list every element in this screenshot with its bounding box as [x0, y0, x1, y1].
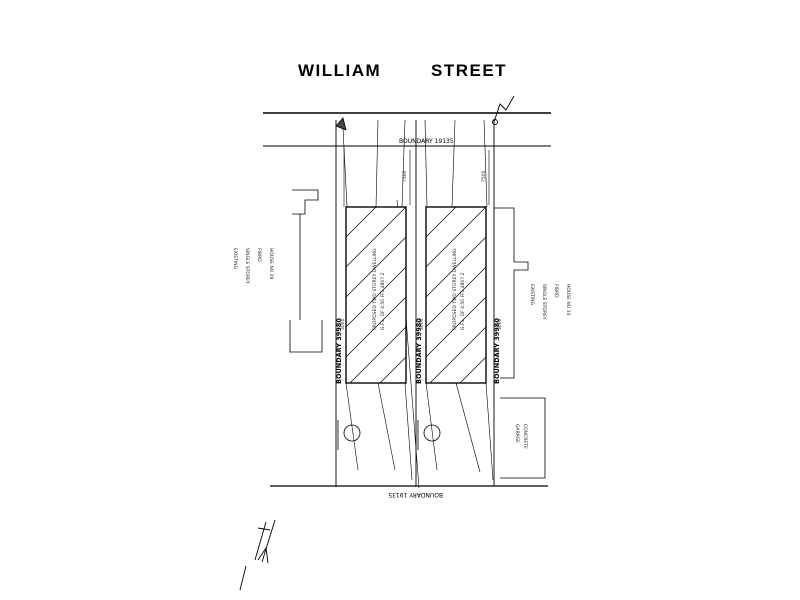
neighbour-right-line1: EXISTING: [529, 284, 535, 306]
setback-dimension-right: 7500: [481, 170, 487, 182]
neighbour-left-line2: SINGLE STOREY: [244, 248, 250, 284]
setback-dimension-lines: [409, 150, 490, 205]
neighbour-outline-right: [494, 207, 546, 479]
neighbour-right-line4: HOUSE NO 33: [565, 284, 571, 316]
setback-dimension-left: 7500: [402, 170, 408, 182]
neighbour-bottom-right-line1: GARAGE: [514, 424, 520, 443]
north-arrow-top: [492, 95, 515, 125]
building-footprint-right: [425, 206, 487, 384]
neighbour-left-line1: EXISTING: [232, 248, 238, 270]
side-dimension-left: 3000: [340, 318, 346, 330]
boundary-label-middle: BOUNDARY 39980: [415, 318, 423, 384]
street-name-street: STREET: [431, 61, 507, 80]
building-label-right-2: G.F.L. OF 4.50 FFL 4807.2: [460, 272, 466, 330]
neighbour-bottom-right-line2: CONCRETE: [522, 424, 528, 449]
side-dimension-right: 3000: [497, 318, 503, 330]
neighbour-left-line3: FIBRO: [256, 248, 262, 262]
neighbour-right-line2: SINGLE STOREY: [541, 284, 547, 320]
building-footprint-left: [345, 206, 407, 384]
boundary-label-left: BOUNDARY 39980: [335, 318, 343, 384]
building-label-left-2: G.F.L. OF 4.50 FFL 4807.2: [380, 272, 386, 330]
neighbour-outline-left: [289, 189, 323, 353]
corner-marker-top-left: [335, 117, 347, 131]
lot-boundaries: [270, 120, 548, 487]
building-label-left-1: PROPOSED TWO STOREY DWELLING: [372, 248, 378, 330]
boundary-label-right: BOUNDARY 39980: [493, 318, 501, 384]
neighbour-right-line3: FIBRO: [553, 284, 559, 298]
boundary-label-bottom: BOUNDARY 19135: [388, 491, 443, 498]
site-setout-lines: [342, 119, 494, 489]
building-label-right-1: PROPOSED TWO STOREY DWELLING: [452, 248, 458, 330]
side-dimension-middle: 3000: [419, 318, 425, 330]
street-name-william: WILLIAM: [298, 61, 381, 80]
north-arrow-icon: [239, 519, 276, 591]
tree-symbols: [337, 420, 441, 450]
neighbour-left-line4: HOUSE NO 29: [268, 248, 274, 280]
street-frontage-lines: [263, 112, 551, 147]
boundary-label-top: BOUNDARY 19135: [399, 138, 454, 145]
